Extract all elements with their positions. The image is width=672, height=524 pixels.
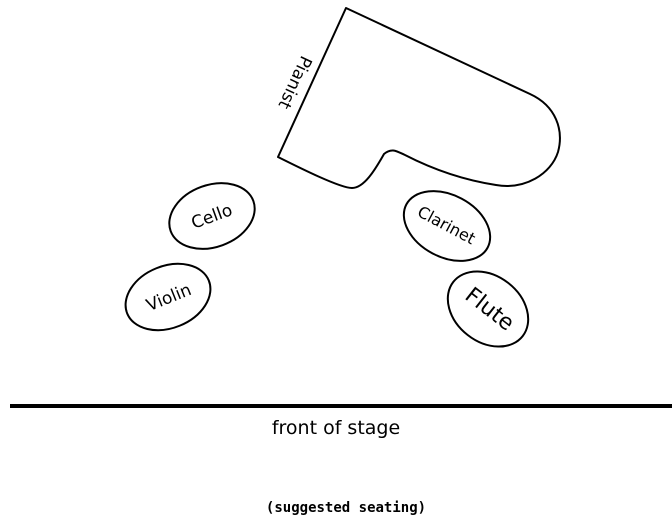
seating-note: (suggested seating) [265,500,427,516]
violin-seat [124,262,212,332]
clarinet-seat [402,190,492,262]
clarinet-label: Clarinet [414,202,478,248]
piano-label: Pianist [273,52,315,112]
stage-front-label: front of stage [271,417,401,439]
violin-label: Violin [144,280,195,316]
cello-label: Cello [189,200,235,233]
piano-outline [277,7,561,189]
cello-seat [168,182,256,250]
flute-seat [446,270,530,348]
flute-label: Flute [460,283,519,336]
